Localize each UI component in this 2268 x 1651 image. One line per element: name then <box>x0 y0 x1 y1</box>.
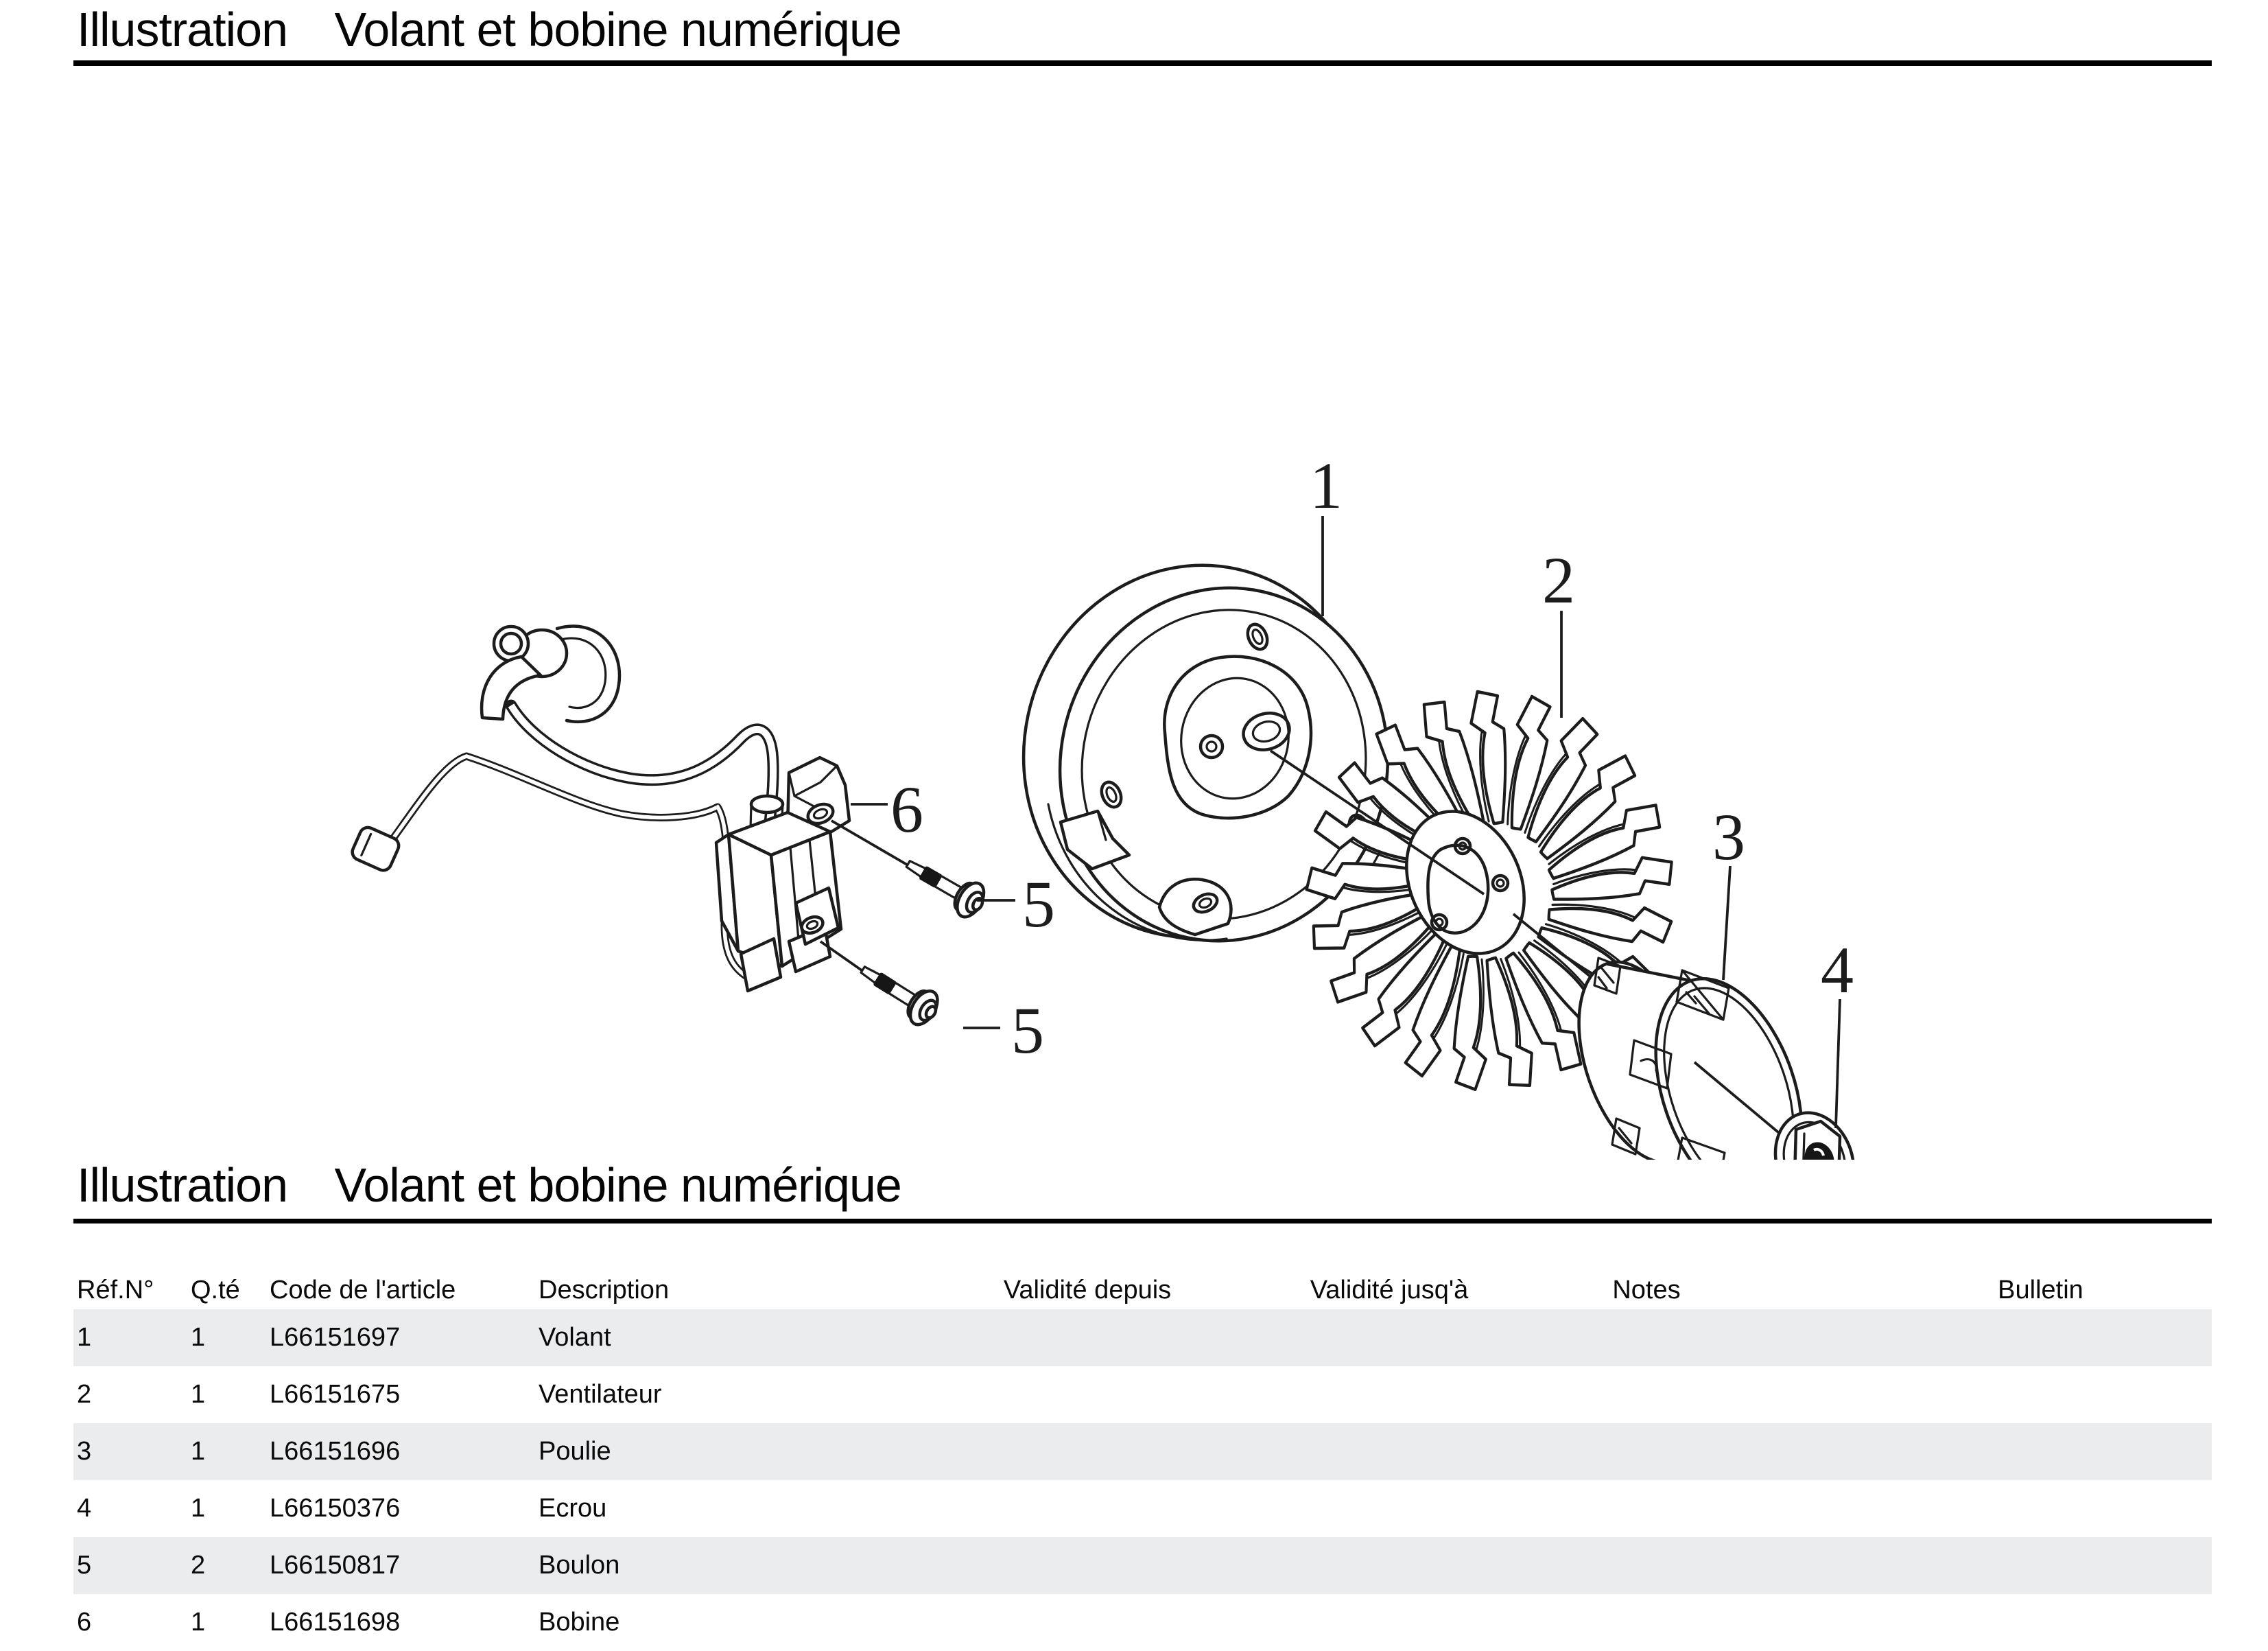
flywheel-hub <box>1163 655 1313 820</box>
col-header-valid-to: Validité jusq'à <box>1310 1276 1469 1304</box>
page-title: Illustration Volant et bobine numérique <box>77 3 902 56</box>
cell-ref: 6 <box>77 1608 92 1637</box>
col-header-notes: Notes <box>1612 1276 1681 1304</box>
callout-3-leader <box>1722 865 1732 981</box>
cell-ref: 5 <box>77 1551 92 1580</box>
bolt-axis-upper <box>831 819 908 866</box>
parts-table: Réf.N° Q.té Code de l'article Descriptio… <box>73 1261 2212 1651</box>
cell-code: L66150376 <box>270 1494 401 1523</box>
callout-6: 6 <box>890 773 923 846</box>
spark-plug-cap-drawing <box>480 624 622 724</box>
flywheel-drawing <box>1021 563 1390 943</box>
col-header-bulletin: Bulletin <box>1998 1276 2083 1304</box>
kill-wire <box>387 752 752 981</box>
cell-qty: 2 <box>191 1551 206 1580</box>
table-row: 4 1 L66150376 Ecrou <box>73 1480 2212 1537</box>
cell-qty: 1 <box>191 1494 206 1523</box>
cell-code: L66151675 <box>270 1380 401 1409</box>
coil-lower-bracket <box>787 886 840 974</box>
callout-4: 4 <box>1821 933 1854 1007</box>
cell-desc: Poulie <box>539 1437 611 1466</box>
page-title-label: Illustration <box>77 3 288 56</box>
table-section-title-name: Volant et bobine numérique <box>334 1158 902 1212</box>
table-section-title-label: Illustration <box>77 1158 288 1212</box>
cell-code: L66151698 <box>270 1608 401 1637</box>
callout-5b: 5 <box>1011 994 1044 1067</box>
cell-qty: 1 <box>191 1608 206 1637</box>
pulley-slots <box>1593 957 1730 1160</box>
bolt-lower-drawing <box>853 954 944 1030</box>
table-row: 2 1 L66151675 Ventilateur <box>73 1366 2212 1423</box>
col-header-qty: Q.té <box>191 1276 240 1304</box>
axis-in-pulley <box>1693 1061 1780 1134</box>
crankshaft-axis-line <box>1269 749 1485 895</box>
bolt-upper-drawing <box>899 848 991 922</box>
col-header-code: Code de l'article <box>270 1276 456 1304</box>
col-header-ref: Réf.N° <box>77 1276 154 1304</box>
cell-desc: Bobine <box>539 1608 620 1637</box>
table-section-title: Illustration Volant et bobine numérique <box>77 1158 902 1212</box>
col-header-desc: Description <box>539 1276 670 1304</box>
table-row: 6 1 L66151698 Bobine <box>73 1594 2212 1651</box>
bolt-axis-lower <box>819 940 863 972</box>
table-row: 3 1 L66151696 Poulie <box>73 1423 2212 1480</box>
cell-desc: Ventilateur <box>539 1380 662 1409</box>
callout-1: 1 <box>1310 449 1343 522</box>
callout-4-leader <box>1834 998 1841 1129</box>
cell-qty: 1 <box>191 1380 206 1409</box>
nut-drawing <box>1773 1111 1856 1160</box>
cell-qty: 1 <box>191 1437 206 1466</box>
wire-terminal <box>351 826 401 872</box>
cell-code: L66150817 <box>270 1551 401 1580</box>
cell-code: L66151696 <box>270 1437 401 1466</box>
cell-ref: 3 <box>77 1437 92 1466</box>
cell-ref: 2 <box>77 1380 92 1409</box>
parts-table-header: Réf.N° Q.té Code de l'article Descriptio… <box>73 1261 2212 1309</box>
cell-desc: Volant <box>539 1323 611 1352</box>
spark-plug-wire <box>505 699 779 858</box>
title-underline <box>73 60 2212 66</box>
cell-code: L66151697 <box>270 1323 401 1352</box>
cell-ref: 4 <box>77 1494 92 1523</box>
table-row: 5 2 L66150817 Boulon <box>73 1537 2212 1594</box>
cell-desc: Boulon <box>539 1551 620 1580</box>
cell-qty: 1 <box>191 1323 206 1352</box>
exploded-view-diagram: 5 5 6 <box>351 449 1856 1160</box>
callout-2: 2 <box>1542 543 1575 617</box>
cell-ref: 1 <box>77 1323 92 1352</box>
table-section-underline <box>73 1219 2212 1223</box>
col-header-valid-from: Validité depuis <box>1003 1276 1172 1304</box>
callout-5a: 5 <box>1022 867 1055 941</box>
ignition-coil-drawing <box>351 624 908 993</box>
page-title-name: Volant et bobine numérique <box>334 3 902 56</box>
callout-3: 3 <box>1712 800 1745 874</box>
table-row: 1 1 L66151697 Volant <box>73 1309 2212 1366</box>
cell-desc: Ecrou <box>539 1494 607 1523</box>
